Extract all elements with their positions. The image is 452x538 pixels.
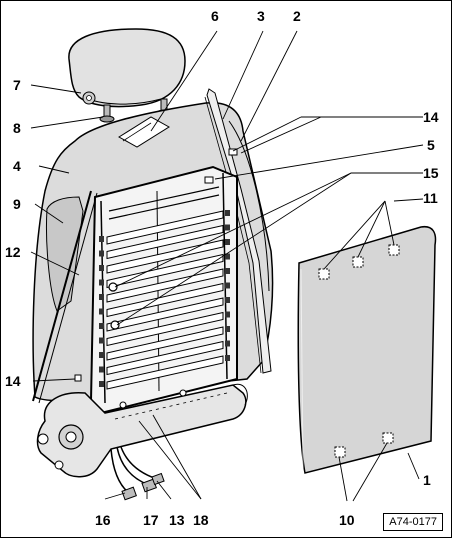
lumbar-slat xyxy=(106,311,224,347)
trim-strips xyxy=(32,88,272,404)
slat-clip xyxy=(99,236,104,242)
panel-clips xyxy=(318,244,400,458)
slat-clip xyxy=(99,250,104,257)
slat-clip xyxy=(99,366,104,373)
lumbar-support-slats xyxy=(99,210,230,390)
lumbar-slat xyxy=(106,355,224,390)
slat-clip xyxy=(99,294,104,300)
lumbar-slat xyxy=(106,268,224,303)
callout-14-upper: 14 xyxy=(423,109,439,125)
lumbar-slat xyxy=(106,340,224,376)
rear-panel xyxy=(297,225,437,474)
lumbar-slat xyxy=(106,224,224,260)
slat-clip xyxy=(225,311,230,318)
slat-clip xyxy=(225,253,230,260)
slat-clip xyxy=(225,355,230,361)
slat-clip xyxy=(225,340,230,347)
callout-labels: 1 2 3 4 5 6 7 8 9 10 11 12 13 14 14 15 1… xyxy=(5,8,439,528)
callout-12: 12 xyxy=(5,244,21,260)
headrest xyxy=(68,28,186,108)
callout-7: 7 xyxy=(13,77,21,93)
callout-11: 11 xyxy=(423,190,438,206)
slat-clip xyxy=(225,210,230,216)
callout-3: 3 xyxy=(257,8,265,24)
callout-5: 5 xyxy=(427,137,435,153)
callout-15: 15 xyxy=(423,165,439,181)
slat-clip xyxy=(225,326,230,332)
callout-17: 17 xyxy=(143,512,159,528)
connectors xyxy=(121,472,165,501)
callout-9: 9 xyxy=(13,196,21,212)
lumbar-slat xyxy=(106,210,224,245)
callout-4: 4 xyxy=(13,158,21,174)
callout-13: 13 xyxy=(169,512,185,528)
lumbar-slat xyxy=(106,297,224,332)
slat-clip xyxy=(99,352,104,358)
slat-clip xyxy=(99,265,104,271)
slat-clip xyxy=(99,308,104,315)
slat-clip xyxy=(99,337,104,344)
slat-clip xyxy=(99,279,104,286)
callout-14-lower: 14 xyxy=(5,373,21,389)
slat-clip xyxy=(99,381,104,387)
callout-1: 1 xyxy=(423,472,431,488)
recliner-mechanism xyxy=(36,383,248,478)
leader-lines xyxy=(30,30,424,502)
lumbar-slat xyxy=(106,253,224,289)
slat-clip xyxy=(225,297,230,303)
figure-reference-code: A74-0177 xyxy=(383,513,443,531)
slat-clip xyxy=(225,282,230,289)
slat-clip xyxy=(225,268,230,274)
callout-16: 16 xyxy=(95,512,111,528)
slat-clip xyxy=(225,224,230,231)
lumbar-slat xyxy=(106,326,224,361)
slat-clip xyxy=(99,323,104,329)
slat-clip xyxy=(225,239,230,245)
callout-10: 10 xyxy=(339,512,355,528)
callout-6: 6 xyxy=(211,8,219,24)
lumbar-slat xyxy=(106,239,224,274)
lumbar-slat xyxy=(106,282,224,318)
frame-clips xyxy=(74,148,238,382)
callout-8: 8 xyxy=(13,120,21,136)
callout-2: 2 xyxy=(293,8,301,24)
callout-18: 18 xyxy=(193,512,209,528)
